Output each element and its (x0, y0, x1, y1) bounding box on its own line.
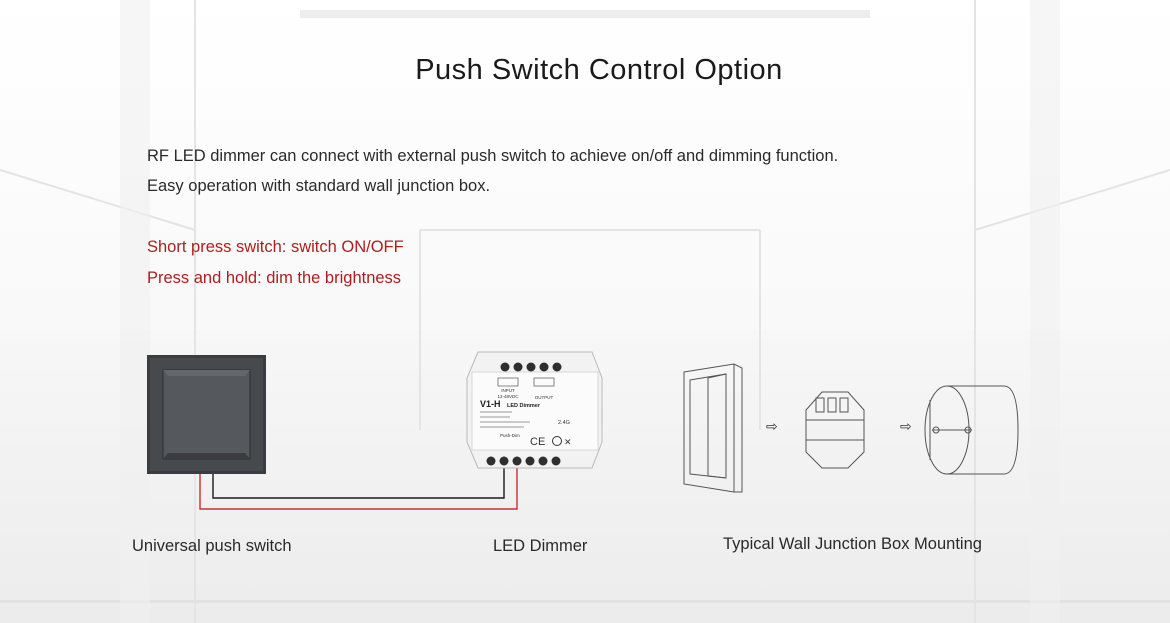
arrow-icon-1: ⇨ (766, 419, 778, 435)
led-dimmer-device: INPUT 12-48VDC OUTPUT V1-H LED Dimmer 2.… (466, 351, 603, 469)
svg-text:CE: CE (530, 436, 545, 448)
black-wire (212, 463, 505, 499)
description-line-2: Easy operation with standard wall juncti… (147, 177, 491, 195)
svg-text:✕: ✕ (564, 437, 572, 447)
push-switch-image (147, 355, 266, 474)
arrow-icon-2: ⇨ (900, 419, 912, 435)
dimmer-input-range: 12-48VDC (497, 394, 519, 399)
junction-box-drawing (924, 385, 1019, 475)
description-line-1: RF LED dimmer can connect with external … (147, 147, 839, 165)
dimmer-output-label: OUTPUT (535, 395, 554, 400)
caption-junction-box-mounting: Typical Wall Junction Box Mounting (723, 535, 982, 553)
dimmer-band: 2.4G (558, 420, 570, 426)
dimmer-input-label: INPUT (501, 388, 515, 393)
instruction-short-press: Short press switch: switch ON/OFF (147, 238, 404, 256)
dimmer-model: V1-H (480, 399, 501, 409)
caption-led-dimmer: LED Dimmer (493, 537, 588, 555)
dimmer-name: LED Dimmer (507, 403, 541, 409)
red-wire (199, 463, 518, 510)
wall-switch-drawing (683, 363, 743, 493)
page-title: Push Switch Control Option (415, 54, 783, 86)
dimmer-module-drawing (805, 391, 865, 469)
instruction-press-hold: Press and hold: dim the brightness (147, 269, 402, 287)
caption-universal-push-switch: Universal push switch (132, 537, 292, 555)
dimmer-push-dim: Push-Dim (500, 433, 520, 438)
